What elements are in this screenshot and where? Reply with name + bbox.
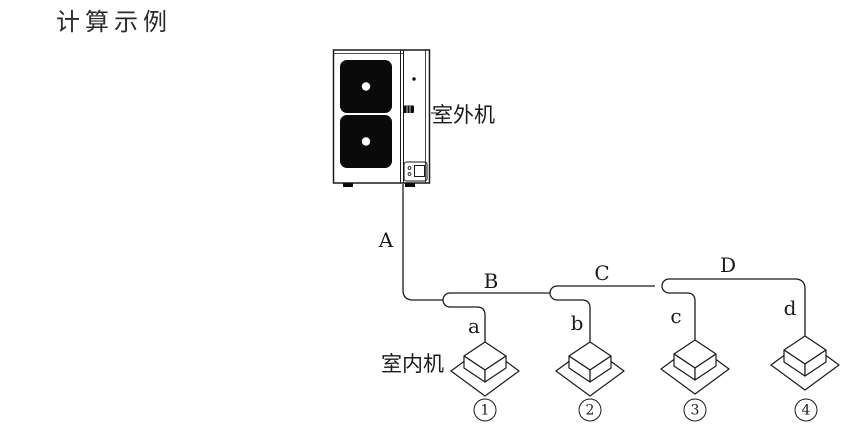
indoor-unit-number-4: 4 <box>794 398 818 422</box>
indoor-unit-label: 室内机 <box>381 352 444 376</box>
pipe-label-C: C <box>594 261 610 285</box>
pipe-network <box>402 184 806 342</box>
indoor-unit-4-drawing <box>770 335 840 391</box>
pipe-label-d: d <box>783 296 797 320</box>
pipe-fitting-stub <box>403 105 414 113</box>
indoor-unit-3-drawing <box>660 339 730 395</box>
indoor-unit-2-drawing <box>555 341 625 397</box>
pipe-label-A: A <box>378 228 394 252</box>
branch-joint-2 <box>549 285 655 342</box>
pipe-A <box>402 184 443 301</box>
pipe-label-c: c <box>670 304 682 328</box>
outdoor-unit-label: 室外机 <box>432 103 495 127</box>
indoor-unit-number-3: 3 <box>683 398 707 422</box>
pipe-label-B: B <box>483 269 499 293</box>
indoor-unit-1-drawing <box>450 341 520 397</box>
branch-joint-3 <box>661 278 795 340</box>
valve-box <box>403 161 428 182</box>
outdoor-unit-drawing <box>332 49 438 187</box>
page-title: 计算示例 <box>56 8 172 36</box>
branch-joint-1 <box>442 292 550 342</box>
pipe-label-a: a <box>468 314 480 338</box>
pipe-label-D: D <box>719 253 737 277</box>
indoor-unit-number-1: 1 <box>473 398 497 422</box>
indoor-unit-number-2: 2 <box>578 398 602 422</box>
pipe-D-drop <box>794 278 806 336</box>
pipe-label-b: b <box>570 311 584 335</box>
